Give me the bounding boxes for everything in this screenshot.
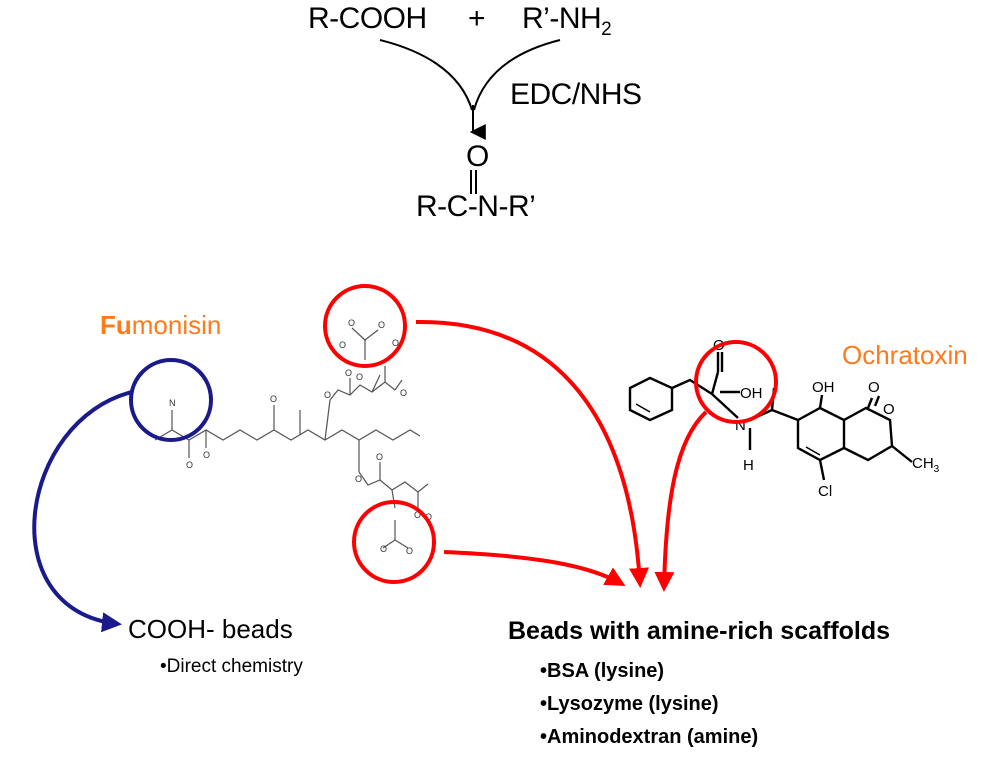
red-arrow-ochratoxin-carboxyl <box>654 410 708 592</box>
plus-sign: + <box>468 2 486 35</box>
ochratoxin-carboxyl-circle <box>694 340 778 424</box>
svg-text:H: H <box>743 457 754 474</box>
reagent-label: EDC/NHS <box>510 78 642 111</box>
svg-text:O: O <box>324 390 331 400</box>
fumonisin-upper-carboxyl-circle <box>323 284 407 368</box>
svg-text:O: O <box>355 474 362 484</box>
svg-text:O: O <box>339 340 346 350</box>
fumonisin-amine-circle <box>129 358 213 442</box>
svg-text:OH: OH <box>740 385 763 402</box>
amine-beads-title: Beads with amine-rich scaffolds <box>508 617 891 645</box>
red-arrow-upper-carboxyl <box>415 319 650 588</box>
blue-arrow-to-cooh-beads <box>32 390 133 633</box>
product-amide: R-C-N-R’ <box>416 190 536 223</box>
fumonisin-label-bold: Fu <box>100 310 132 340</box>
amine-beads-item-aminodextran: •Aminodextran (amine) <box>540 726 759 748</box>
svg-text:OH: OH <box>812 379 835 396</box>
cooh-beads-item: •Direct chemistry <box>160 656 303 677</box>
fumonisin-structure <box>154 327 429 549</box>
svg-text:O: O <box>406 546 413 556</box>
reactant-carboxylic-acid: R-COOH <box>308 2 427 35</box>
amine-beads-item-bsa: •BSA (lysine) <box>540 660 665 682</box>
svg-text:N: N <box>169 398 176 408</box>
svg-text:O: O <box>425 512 432 522</box>
svg-text:O: O <box>400 388 407 398</box>
fumonisin-atoms: O O O O O O O O O N O O O O O O O O <box>169 318 432 556</box>
amine-formula: R’-NH <box>522 2 602 35</box>
amine-subscript: 2 <box>601 19 612 40</box>
methyl-group: CH3 <box>912 455 940 475</box>
ochratoxin-label: Ochratoxin <box>842 340 968 370</box>
ochratoxin-structure <box>628 352 913 481</box>
svg-text:O: O <box>380 544 387 554</box>
amine-beads-item-lysozyme: •Lysozyme (lysine) <box>540 693 719 715</box>
svg-text:O: O <box>868 379 880 396</box>
svg-text:Cl: Cl <box>818 483 832 500</box>
svg-text:O: O <box>376 452 383 462</box>
svg-text:O: O <box>348 318 355 328</box>
product-bonds <box>470 170 477 194</box>
fumonisin-label-rest: monisin <box>131 310 222 340</box>
svg-text:O: O <box>186 460 193 470</box>
fumonisin-label: Fumonisin <box>100 310 221 341</box>
ochratoxin-atoms: O OH N H OH O O Cl CH3 <box>713 337 940 500</box>
svg-text:N: N <box>735 417 746 434</box>
svg-text:O: O <box>883 401 895 418</box>
fumonisin-lower-carboxyl-circle <box>352 500 436 584</box>
svg-text:O: O <box>378 320 385 330</box>
red-arrow-lower-carboxyl <box>443 550 626 586</box>
cooh-beads-title: COOH- beads <box>128 614 293 644</box>
svg-text:O: O <box>270 394 277 404</box>
svg-text:O: O <box>392 338 399 348</box>
reaction-arrow <box>379 39 561 140</box>
svg-text:O: O <box>203 450 210 460</box>
svg-text:O: O <box>345 368 352 378</box>
svg-text:O: O <box>414 510 421 520</box>
svg-text:O: O <box>356 372 363 382</box>
reactant-amine: R’-NH2 <box>522 2 612 41</box>
product-oxygen: O <box>466 140 489 173</box>
